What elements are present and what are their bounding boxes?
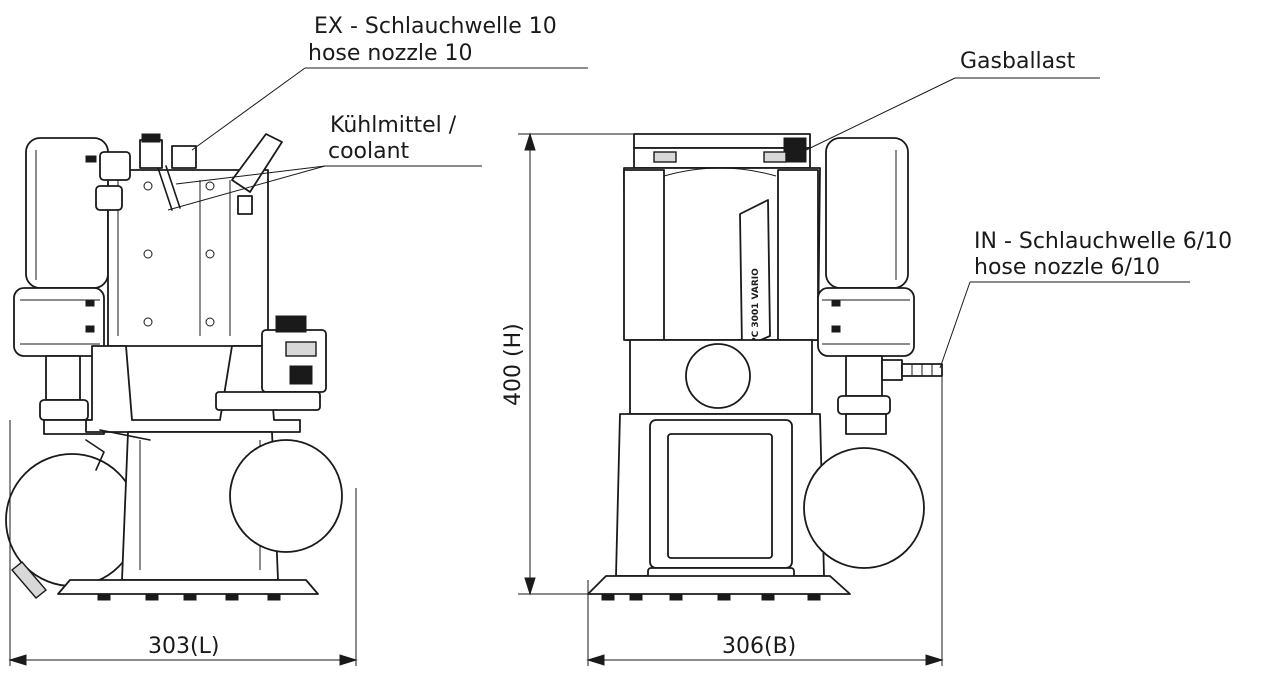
label-coolant-de: Kühlmittel / bbox=[330, 113, 457, 138]
label-in-en: hose nozzle 6/10 bbox=[974, 255, 1160, 280]
dimension-length: 303(L) bbox=[148, 634, 219, 659]
callouts bbox=[167, 67, 1190, 369]
label-gasballast: Gasballast bbox=[960, 49, 1076, 74]
label-in-de: IN - Schlauchwelle 6/10 bbox=[974, 229, 1232, 254]
front-view: PC 3001 VARIO bbox=[587, 133, 943, 601]
dimension-lines bbox=[8, 132, 944, 666]
side-view bbox=[5, 133, 343, 601]
label-ex-en: hose nozzle 10 bbox=[308, 41, 473, 66]
dimension-width: 306(B) bbox=[722, 634, 796, 659]
label-ex-de: EX - Schlauchwelle 10 bbox=[314, 14, 557, 39]
device-marking: PC 3001 VARIO bbox=[751, 268, 761, 344]
dimension-height: 400 (H) bbox=[501, 323, 526, 406]
label-coolant-en: coolant bbox=[328, 139, 410, 164]
